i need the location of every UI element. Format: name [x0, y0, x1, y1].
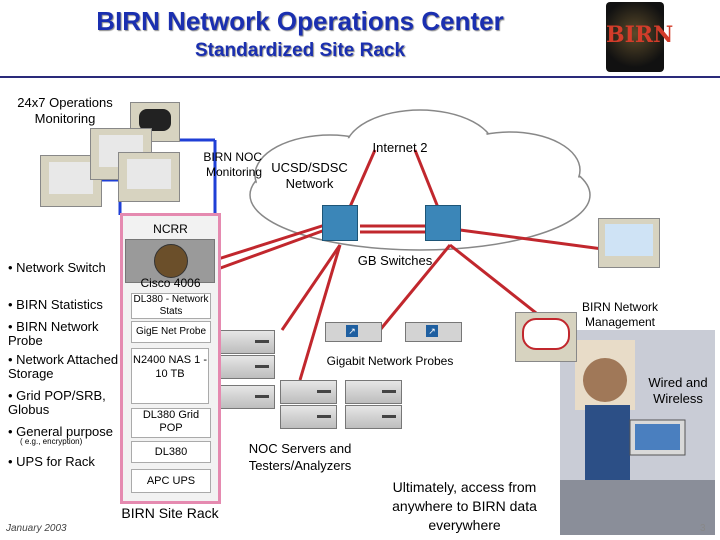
switch-right-icon [425, 205, 461, 241]
cisco-label: Cisco 4006 [140, 276, 201, 290]
ultimately-caption: Ultimately, access from anywhere to BIRN… [392, 479, 537, 533]
wired-wireless-label: Wired and Wireless [648, 375, 708, 406]
page-number: 3 [700, 523, 706, 534]
footer-date: January 2003 [6, 523, 67, 534]
dl380-grid-pop: DL380 Grid POP [131, 408, 211, 438]
birn-logo: BIRN [606, 2, 674, 72]
server-6-icon [345, 380, 402, 404]
server-5-icon [280, 405, 337, 429]
page-subtitle: Standardized Site Rack [194, 40, 406, 61]
birn-net-mgmt-label: BIRN Network Management [581, 300, 658, 329]
wireless-user-illustration [560, 330, 715, 535]
probe-right-icon: ↗ [405, 322, 462, 342]
switch-left-icon [322, 205, 358, 241]
probe-left-icon: ↗ [325, 322, 382, 342]
server-2-icon [218, 355, 275, 379]
workstation-right-icon [118, 152, 180, 202]
legend-item-storage: • Network Attached Storage [8, 352, 119, 381]
gb-switches-label: GB Switches [357, 253, 433, 268]
page-title: BIRN Network Operations Center [96, 6, 504, 36]
mgmt-workstation-icon [515, 312, 577, 362]
red-links [214, 149, 611, 381]
dl380-general: DL380 [131, 441, 211, 463]
legend-item-general-note: ( e.g., encryption) [20, 437, 83, 446]
legend-item-gridpop: • Grid POP/SRB, Globus [8, 388, 106, 417]
legend-item-general: • General purpose [8, 424, 114, 439]
legend-item-switch: • Network Switch [8, 260, 106, 275]
gigabit-probes-label: Gigabit Network Probes [326, 354, 454, 368]
server-1-icon [218, 330, 275, 354]
dl380-network-stats: DL380 - Network Stats [131, 293, 211, 319]
legend-item-probe: • BIRN Network Probe [8, 319, 99, 348]
mgmt-terminal-icon [598, 218, 660, 268]
server-4-icon [280, 380, 337, 404]
site-rack-title: BIRN Site Rack [121, 505, 219, 521]
noc-servers-label: NOC Servers and Testers/Analyzers [248, 441, 352, 473]
ucsd-sdsc-label: UCSD/SDSC Network [271, 160, 348, 191]
internet2-label: Internet 2 [372, 140, 428, 155]
logo-text: BIRN [606, 22, 674, 48]
legend-item-stats: • BIRN Statistics [8, 297, 103, 312]
gige-net-probe: GigE Net Probe [131, 321, 211, 343]
server-7-icon [345, 405, 402, 429]
header-divider [0, 76, 720, 78]
ops-monitoring-label: 24x7 Operations Monitoring [17, 95, 113, 126]
server-3-icon [218, 385, 275, 409]
apc-ups: APC UPS [131, 469, 211, 493]
nas-storage: N2400 NAS 1 - 10 TB [131, 348, 209, 404]
noc-monitoring-label: BIRN NOC Monitoring [203, 150, 262, 179]
cisco-switch-icon [125, 239, 215, 283]
site-rack: NCRR Cisco 4006 DL380 - Network Stats Gi… [120, 213, 221, 504]
ncrr-label: NCRR [153, 222, 188, 236]
legend-item-ups: • UPS for Rack [8, 454, 95, 469]
